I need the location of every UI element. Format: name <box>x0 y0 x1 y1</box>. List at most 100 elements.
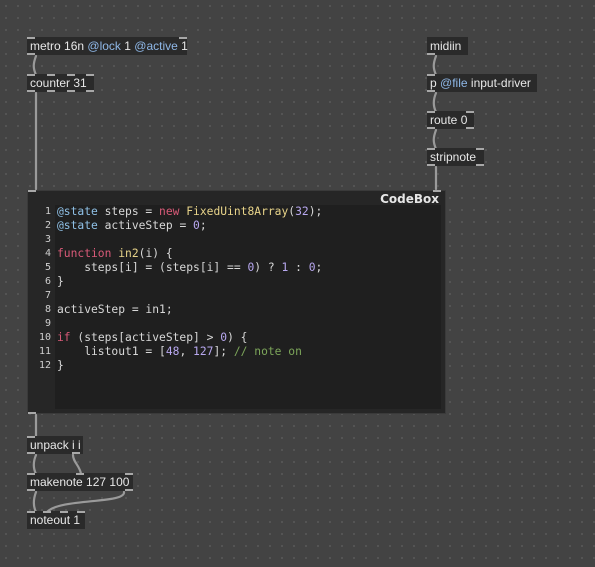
p_input_driver-argument: input-driver <box>467 76 531 90</box>
counter-inlet-1[interactable] <box>27 74 35 76</box>
code-line[interactable]: @state activeStep = 0; <box>57 219 322 233</box>
code-token: , <box>179 345 194 358</box>
counter-argument: 31 <box>70 76 87 90</box>
metro-outlet[interactable] <box>27 53 35 55</box>
makenote-outlet-2[interactable] <box>125 489 133 491</box>
stripnote-outlet-2[interactable] <box>476 164 484 166</box>
code-token: : <box>288 261 309 274</box>
code-text[interactable]: @state steps = new FixedUint8Array(32);@… <box>57 205 322 373</box>
noteout-label: noteout 1 <box>30 513 80 527</box>
codebox-title: CodeBox <box>380 192 439 206</box>
metro-inlet-1[interactable] <box>27 37 35 39</box>
cord-midiin-p <box>432 54 438 77</box>
p-input-driver-outlet[interactable] <box>427 90 435 92</box>
code-line[interactable]: } <box>57 275 322 289</box>
makenote-argument: 127 100 <box>82 475 130 489</box>
line-number: 3 <box>44 234 51 245</box>
codebox-inlet-2[interactable] <box>433 190 441 192</box>
route-outlet-2[interactable] <box>466 127 474 129</box>
midiin-object[interactable]: midiin <box>427 37 468 55</box>
counter-outlet-1[interactable] <box>27 90 35 92</box>
metro-name: metro <box>30 39 61 53</box>
code-token: ]; <box>213 345 234 358</box>
code-token: = <box>145 205 160 218</box>
code-token: listout1 <box>57 345 146 358</box>
code-line[interactable]: listout1 = [48, 127]; // note on <box>57 345 322 359</box>
code-line[interactable]: if (steps[activeStep] > 0) { <box>57 331 322 345</box>
route-object[interactable]: route 0 <box>427 111 474 129</box>
makenote-inlet-3[interactable] <box>125 473 133 475</box>
code-line[interactable]: steps[i] = (steps[i] == 0) ? 1 : 0; <box>57 261 322 275</box>
code-line[interactable]: } <box>57 359 322 373</box>
code-line[interactable] <box>57 289 322 303</box>
unpack-inlet[interactable] <box>27 436 35 438</box>
stripnote-inlet-1[interactable] <box>427 148 435 150</box>
metro-inlet-2[interactable] <box>179 37 187 39</box>
counter-outlet-4[interactable] <box>86 90 94 92</box>
cord-makenote-noteout-right <box>45 490 126 514</box>
code-token: ) ? <box>254 261 282 274</box>
cord-metro-counter <box>32 54 38 77</box>
metro-argument: 1 <box>177 39 188 53</box>
metro-attribute: @lock <box>87 39 121 53</box>
code-line[interactable] <box>57 233 322 247</box>
code-line[interactable]: function in2(i) { <box>57 247 322 261</box>
noteout-object[interactable]: noteout 1 <box>27 511 85 529</box>
code-token: if <box>57 331 71 344</box>
p-input-driver-inlet[interactable] <box>427 74 435 76</box>
code-token: activeStep <box>57 303 132 316</box>
line-number: 10 <box>38 332 51 343</box>
route-outlet-1[interactable] <box>427 127 435 129</box>
codebox-outlet[interactable] <box>28 412 36 414</box>
p-input-driver-object[interactable]: p @file input-driver <box>427 74 537 92</box>
midiin-outlet[interactable] <box>427 53 435 55</box>
code-token: 32 <box>295 205 309 218</box>
route-inlet-2[interactable] <box>466 111 474 113</box>
counter-inlet-4[interactable] <box>86 74 94 76</box>
counter-object[interactable]: counter 31 <box>27 74 94 92</box>
makenote-outlet-1[interactable] <box>27 489 35 491</box>
code-token: (i) { <box>138 247 173 260</box>
noteout-name: noteout <box>30 513 71 527</box>
code-editor[interactable] <box>55 205 441 409</box>
route-label: route 0 <box>430 113 467 127</box>
unpack-outlet-1[interactable] <box>27 452 35 454</box>
line-number: 2 <box>44 220 51 231</box>
noteout-argument: 1 <box>70 513 81 527</box>
makenote-object[interactable]: makenote 127 100 <box>27 473 133 491</box>
metro-object[interactable]: metro 16n @lock 1 @active 1 <box>27 37 188 55</box>
unpack-name: unpack <box>30 438 69 452</box>
code-line[interactable] <box>57 317 322 331</box>
makenote-label: makenote 127 100 <box>30 475 129 489</box>
code-token: = (steps[i] == <box>145 261 248 274</box>
route-inlet-1[interactable] <box>427 111 435 113</box>
unpack-label: unpack i i <box>30 438 81 452</box>
line-number: 5 <box>44 262 51 273</box>
unpack-outlet-2[interactable] <box>72 452 80 454</box>
noteout-inlet-1[interactable] <box>27 511 35 513</box>
code-token: in2 <box>118 247 139 260</box>
cord-makenote-noteout-left <box>32 490 38 514</box>
line-number: 4 <box>44 248 51 259</box>
code-line[interactable]: activeStep = in1; <box>57 303 322 317</box>
makenote-inlet-1[interactable] <box>27 473 35 475</box>
counter-inlet-2[interactable] <box>47 74 55 76</box>
code-token: ); <box>308 205 323 218</box>
stripnote-inlet-2[interactable] <box>476 148 484 150</box>
line-number: 8 <box>44 304 51 315</box>
code-line[interactable]: @state steps = new FixedUint8Array(32); <box>57 205 322 219</box>
stripnote-name: stripnote <box>430 150 477 164</box>
counter-outlet-3[interactable] <box>67 90 75 92</box>
stripnote-outlet-1[interactable] <box>427 164 435 166</box>
counter-inlet-3[interactable] <box>67 74 75 76</box>
codebox-inlet-1[interactable] <box>28 190 36 192</box>
stripnote-object[interactable]: stripnote <box>427 148 484 166</box>
code-token: ; <box>199 219 207 232</box>
unpack-object[interactable]: unpack i i <box>27 436 83 454</box>
code-token: ; <box>315 261 323 274</box>
code-token: activeStep <box>97 219 180 232</box>
counter-outlet-2[interactable] <box>47 90 55 92</box>
line-number: 6 <box>44 276 51 287</box>
metro-attribute: @active <box>134 39 178 53</box>
